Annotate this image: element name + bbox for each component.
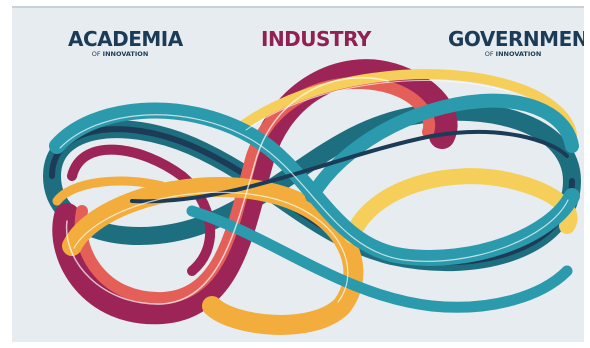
- highlight-strand: [73, 191, 349, 303]
- teal-band: [49, 102, 580, 266]
- academia-title: ACADEMIA: [68, 27, 183, 51]
- teal-ribbon: [49, 93, 580, 313]
- industry-title: INDUSTRY: [261, 27, 371, 51]
- highlight-strand: [245, 80, 511, 131]
- government-subtitle-prefix: OF: [484, 50, 494, 58]
- navy-thin-line: [130, 129, 569, 204]
- government-subtitle-word: INNOVATION: [495, 50, 542, 58]
- coral-band: [74, 77, 436, 305]
- highlight-strand: [59, 114, 569, 262]
- academia-subtitle-word: INNOVATION: [102, 50, 149, 58]
- government-subtitle: OF INNOVATION: [448, 50, 578, 58]
- government-title: GOVERNMENT: [448, 27, 584, 51]
- amber-left-stroke: [52, 176, 167, 206]
- ribbon-artwork: [42, 59, 582, 335]
- highlight-strand: [65, 77, 389, 305]
- highlight-strands: [59, 77, 569, 305]
- academia-subtitle: OF INNOVATION: [68, 50, 172, 58]
- government-label: GOVERNMENT OF INNOVATION: [448, 27, 584, 58]
- academia-subtitle-prefix: OF: [91, 50, 101, 58]
- top-shadow: [12, 6, 584, 8]
- infographic-poster: ACADEMIA OF INNOVATION INDUSTRY GOVERNME…: [12, 6, 584, 342]
- teal-lower-sweep: [186, 205, 573, 313]
- academia-label: ACADEMIA OF INNOVATION: [68, 27, 183, 58]
- magenta-left-loop: [67, 144, 216, 276]
- industry-label: INDUSTRY: [261, 27, 371, 51]
